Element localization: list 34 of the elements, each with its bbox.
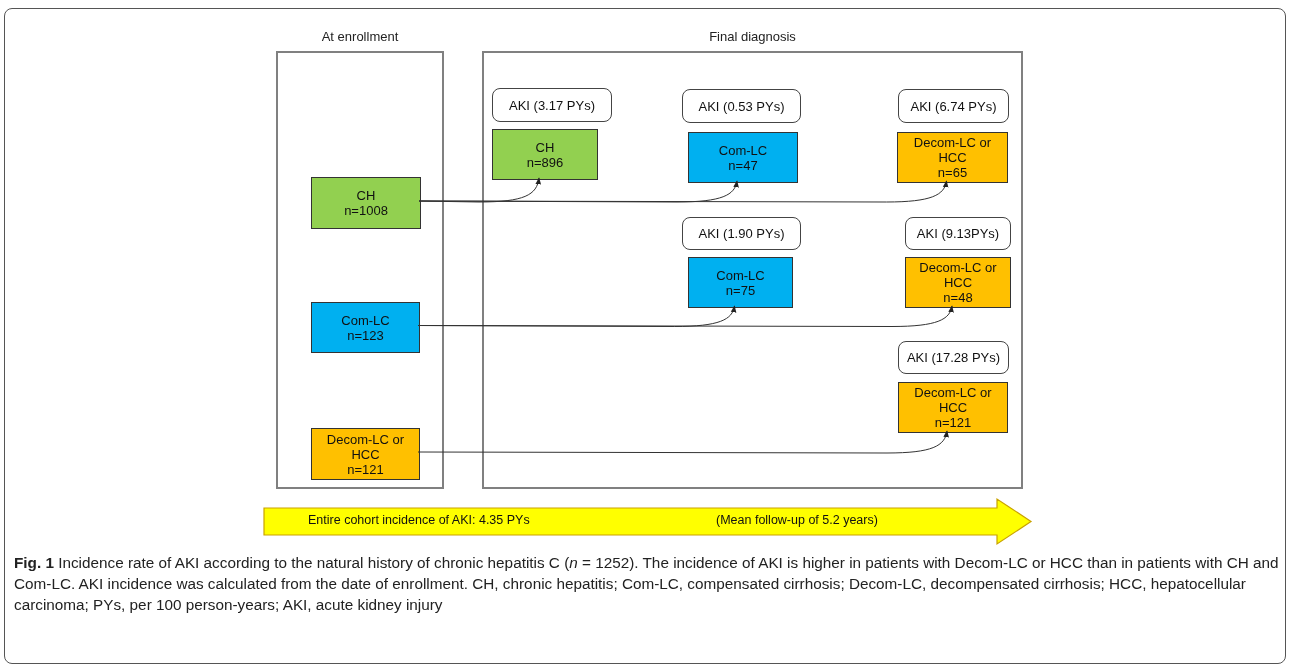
patient-count: n=896	[526, 154, 564, 170]
group-name: CH	[356, 188, 376, 203]
patient-group-box	[897, 132, 1008, 183]
group-name: Com-LC	[341, 312, 390, 328]
patient-group-box	[688, 257, 793, 308]
timeline-text: (Mean follow-up of 5.2 years)	[716, 513, 878, 527]
incidence-box: AKI (0.53 PYs)	[682, 89, 801, 123]
patient-count: n=123	[347, 327, 384, 343]
incidence-box: AKI (1.90 PYs)	[682, 217, 801, 250]
timeline-text: Entire cohort incidence of AKI: 4.35 PYs	[308, 513, 530, 527]
patient-group-box	[898, 382, 1008, 433]
patient-count: n=65	[937, 165, 968, 180]
patient-group-box	[492, 129, 598, 180]
patient-group-box	[905, 257, 1011, 308]
group-name: Com-LC	[718, 142, 768, 158]
incidence-box: AKI (3.17 PYs)	[492, 88, 612, 122]
patient-count: n=1008	[344, 203, 388, 218]
patient-count: n=121	[347, 461, 384, 477]
panel-heading: At enrollment	[320, 29, 400, 44]
incidence-box: AKI (9.13PYs)	[905, 217, 1011, 250]
patient-count: n=47	[728, 157, 758, 173]
group-name: CH	[535, 139, 555, 155]
patient-count: n=48	[943, 290, 973, 305]
patient-group-box	[688, 132, 798, 183]
group-name: Com-LC	[716, 267, 765, 283]
patient-count: n=75	[725, 282, 756, 298]
incidence-box: AKI (6.74 PYs)	[898, 89, 1009, 123]
panel-heading: Final diagnosis	[708, 29, 797, 44]
patient-group-box	[311, 177, 421, 229]
patient-group-box	[311, 428, 420, 480]
patient-group-box	[311, 302, 420, 353]
figure-caption: Fig. 1 Incidence rate of AKI according to the natural history of chronic hepatitis C (n = 1252). The incidence of AKI is higher in patients with Decom-LC or HCC than in patients with CH and Com-LC. AKI incidence was calculated from the date of enrollment. CH, chronic hepatitis; Com-LC, compensated cirrhosis; Decom-LC, decompensated cirrhosis; HCC, hepatocellular carcinoma; PYs, per 100 person-years; AKI, acute kidney injury	[14, 553, 1280, 615]
patient-count: n=121	[934, 415, 972, 430]
incidence-box: AKI (17.28 PYs)	[898, 341, 1009, 374]
